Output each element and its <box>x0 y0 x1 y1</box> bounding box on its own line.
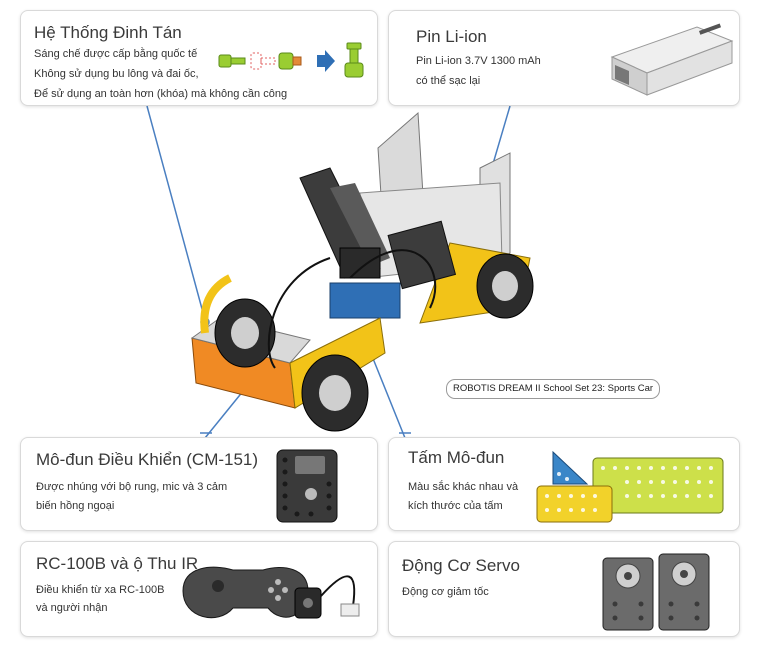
feature-desc-line: và người nhận <box>36 602 108 614</box>
feature-desc-line: Sáng chế được cấp bằng quốc tế <box>34 48 198 60</box>
feature-desc-line: Điều khiển từ xa RC-100B <box>36 584 165 596</box>
controller-module-icon <box>276 449 338 523</box>
product-caption: ROBOTIS DREAM II School Set 23: Sports C… <box>446 379 660 399</box>
feature-title: Pin Li-ion <box>416 27 487 46</box>
rivet-icon <box>218 42 364 78</box>
feature-desc-line: Không sử dụng bu lông và đai ốc, <box>34 68 199 80</box>
feature-desc-line: Pin Li-ion 3.7V 1300 mAh <box>416 55 541 67</box>
remote-controller-icon <box>182 566 360 619</box>
feature-desc-line: Động cơ giảm tốc <box>402 586 489 598</box>
feature-desc-line: Để sử dụng an toàn hơn (khóa) mà không c… <box>34 88 288 100</box>
robot-car-image <box>190 111 534 432</box>
feature-card-controller: Mô-đun Điều Khiển (CM-151) Được nhúng vớ… <box>20 437 378 531</box>
servo-motor-icon <box>602 553 710 631</box>
battery-icon <box>610 23 734 96</box>
feature-card-remote: RC-100B và ộ Thu IR Điều khiển từ xa RC-… <box>20 541 378 637</box>
feature-card-frames: Tấm Mô-đun Màu sắc khác nhau và kích thư… <box>388 437 740 531</box>
feature-title: Tấm Mô-đun <box>408 448 505 467</box>
feature-title: Động Cơ Servo <box>402 556 520 575</box>
feature-desc-line: có thể sạc lại <box>416 75 481 87</box>
feature-title: Mô-đun Điều Khiển (CM-151) <box>36 450 259 469</box>
feature-desc-line: kích thước của tấm <box>408 500 503 512</box>
feature-card-battery: Pin Li-ion Pin Li-ion 3.7V 1300 mAh có t… <box>388 10 740 106</box>
frame-plates-icon <box>536 450 724 523</box>
feature-card-servo: Động Cơ Servo Động cơ giảm tốc <box>388 541 740 637</box>
feature-card-rivet: Hệ Thống Đinh Tán Sáng chế được cấp bằng… <box>20 10 378 106</box>
feature-desc-line: biến hồng ngoại <box>36 500 115 512</box>
feature-title: RC-100B và ộ Thu IR <box>36 554 199 573</box>
feature-desc-line: Màu sắc khác nhau và <box>408 481 519 493</box>
feature-title: Hệ Thống Đinh Tán <box>34 23 182 42</box>
feature-desc-line: Được nhúng với bộ rung, mic và 3 cảm <box>36 481 228 493</box>
